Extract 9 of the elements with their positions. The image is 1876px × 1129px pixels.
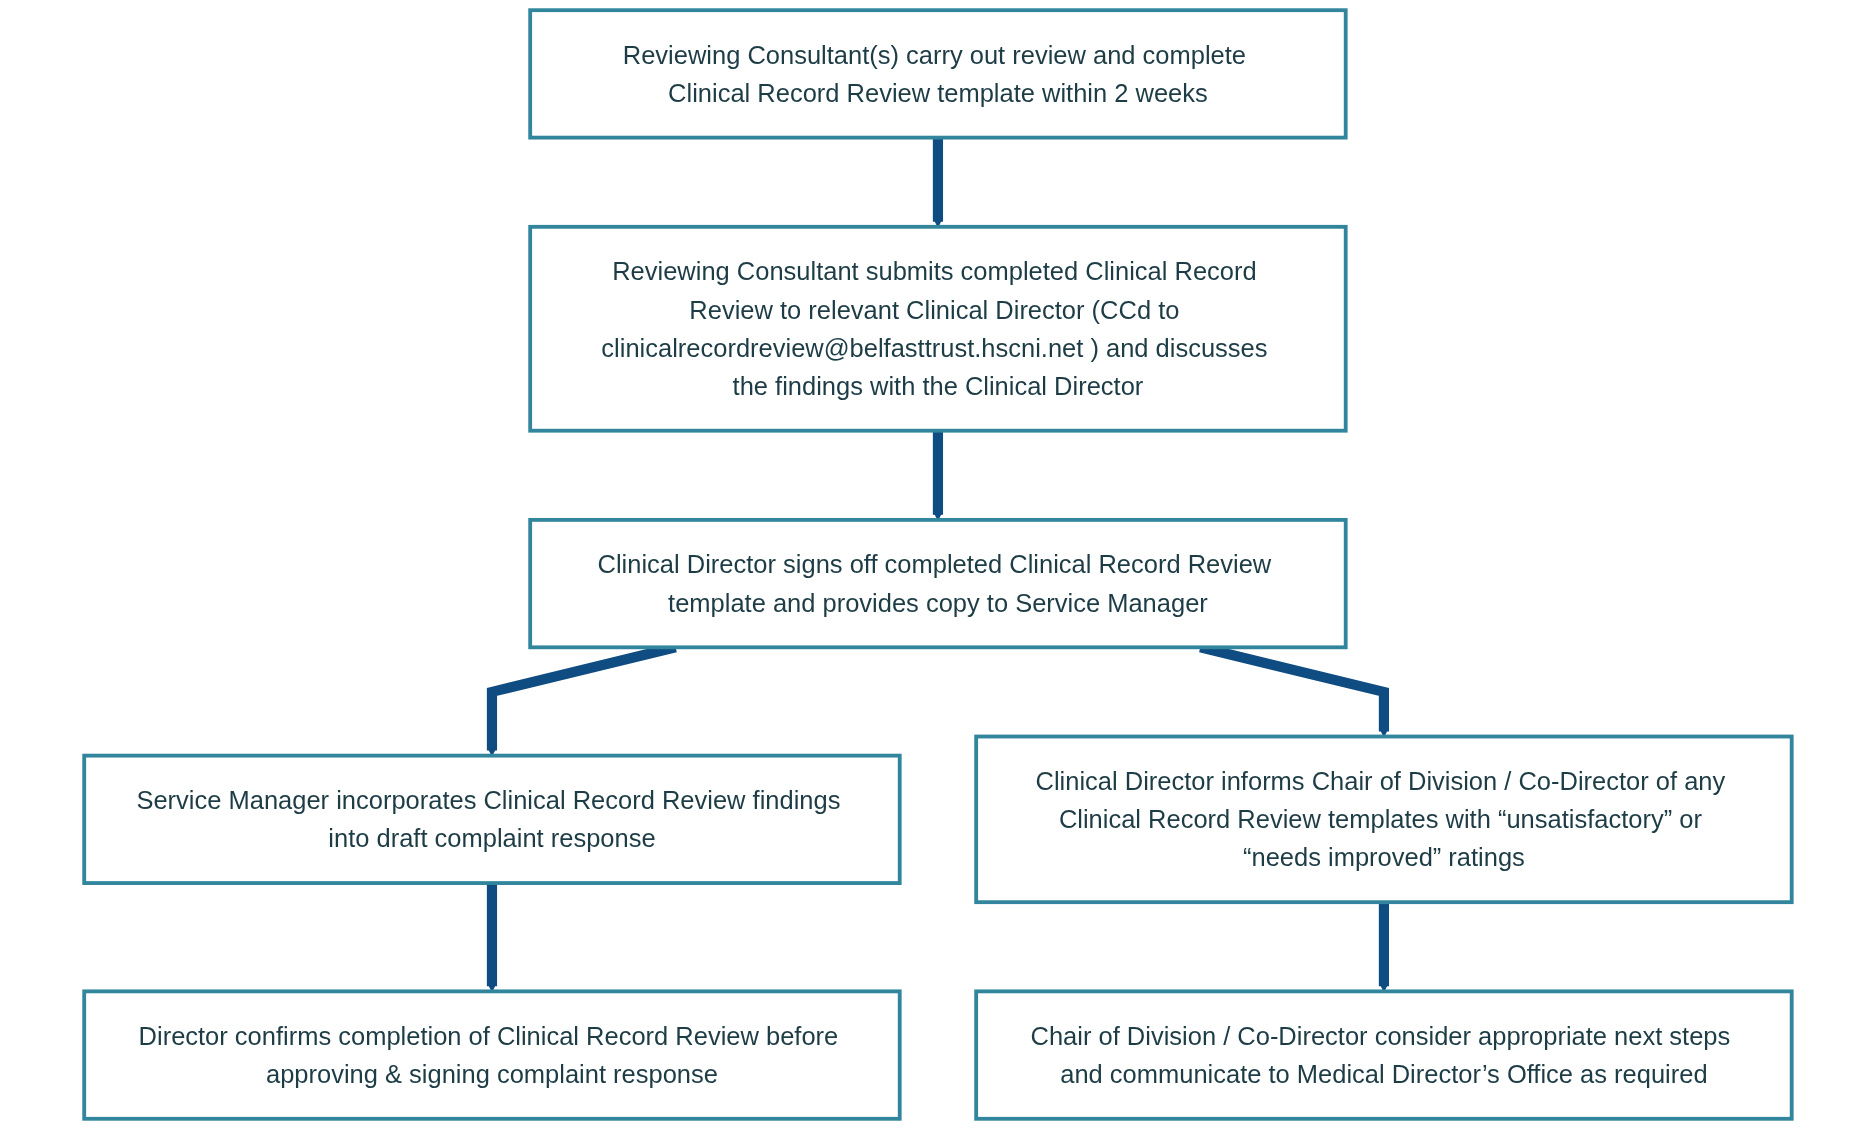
node-box: Reviewing Consultant submits completed Clinical Record Review to relevant Clinical Director (CCd to clinicalrecordreview@belfasttrust.hscni.net ) and discusses the findings with the Clinical Director <box>528 224 1348 433</box>
node-box: Director confirms completion of Clinical Record Review before approving & signing complaint response <box>82 989 902 1121</box>
node-box: Chair of Division / Co-Director consider appropriate next steps and communicate to Medical Director’s Office as required <box>974 989 1794 1121</box>
node-box: Service Manager incorporates Clinical Record Review findings into draft complaint response <box>82 753 902 885</box>
node-box: Clinical Director informs Chair of Division / Co-Director of any Clinical Record Review templates with “unsatisfactory” or “needs improved” ratings <box>974 734 1794 905</box>
node-box: Clinical Director signs off completed Clinical Record Review template and provides copy to Service Manager <box>528 518 1348 650</box>
arrow <box>486 883 498 992</box>
arrow <box>1378 902 1390 992</box>
node-box: Reviewing Consultant(s) carry out review and complete Clinical Record Review template within 2 weeks <box>528 8 1348 140</box>
